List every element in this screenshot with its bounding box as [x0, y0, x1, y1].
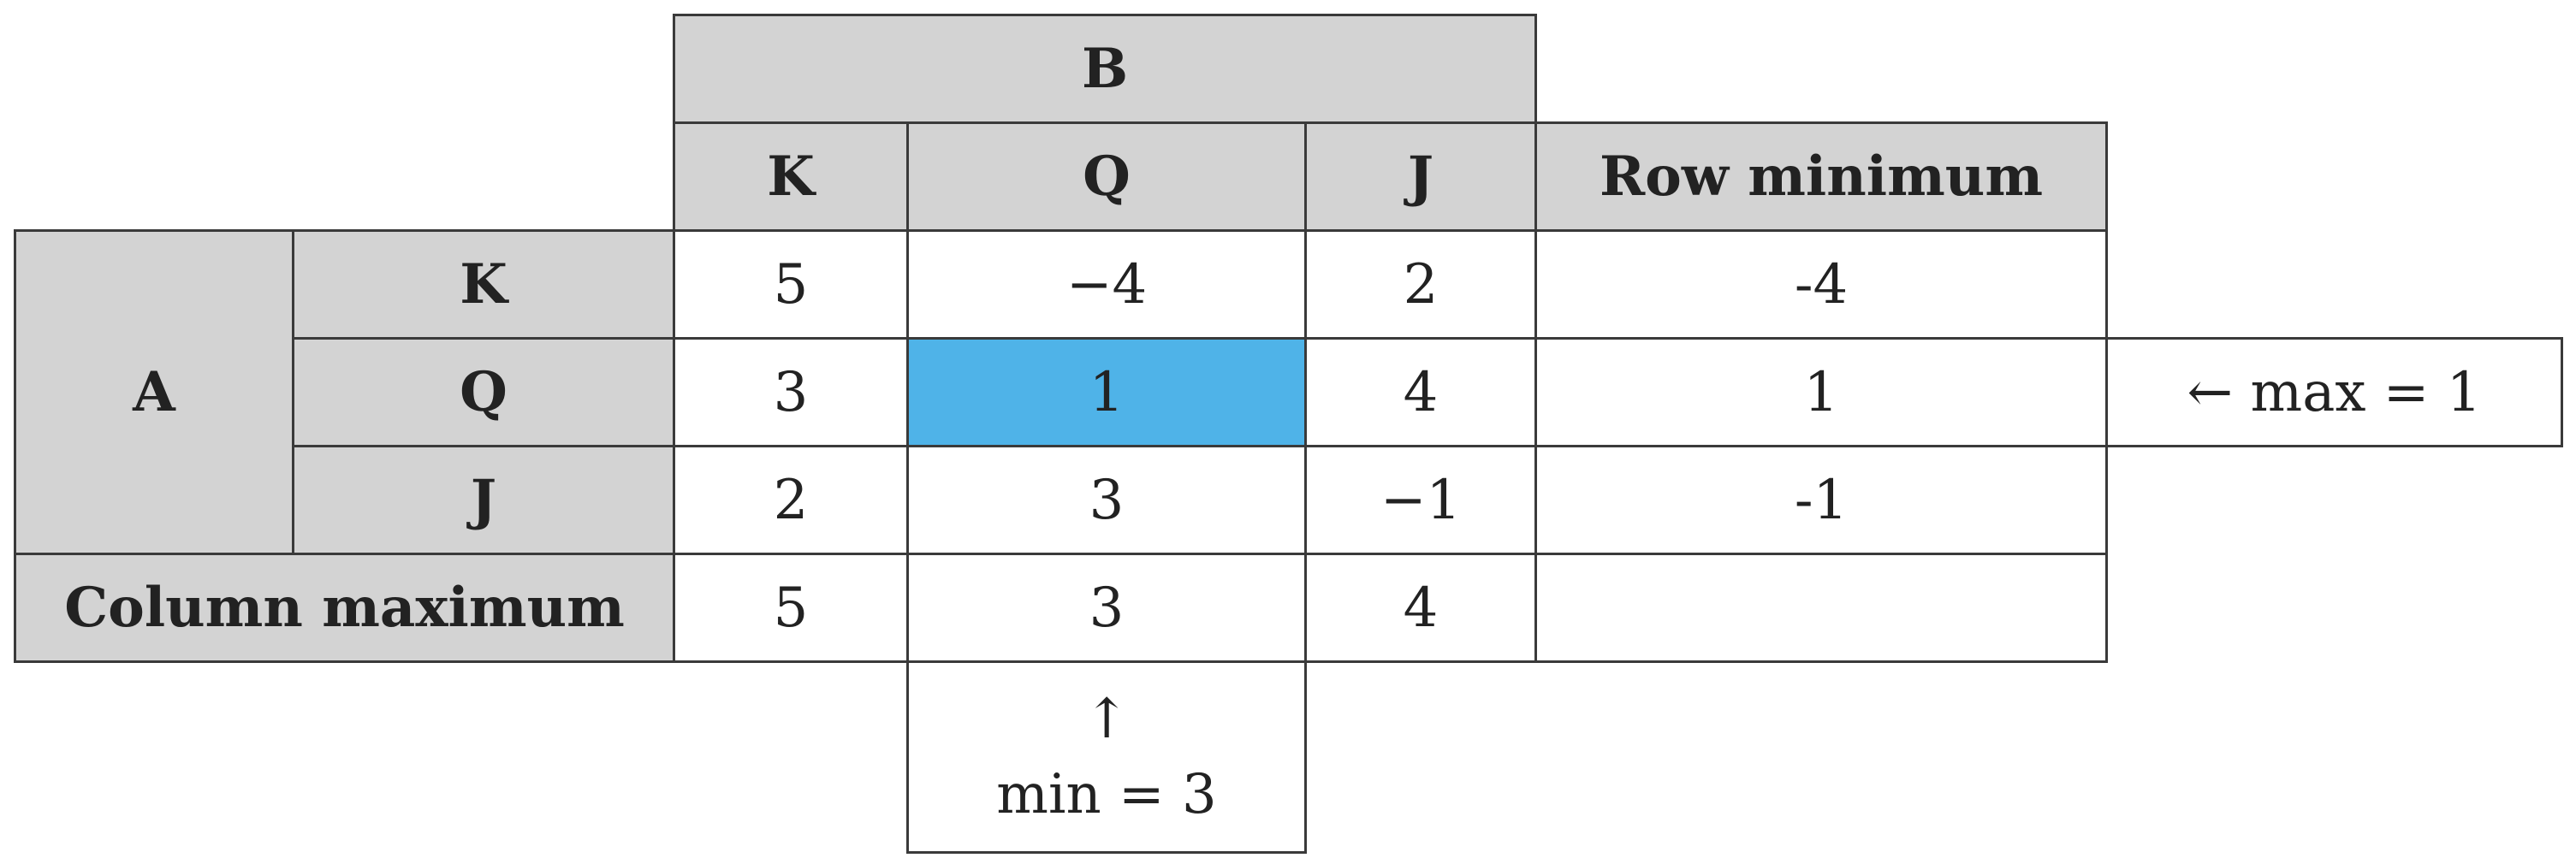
- player-a-header: A: [14, 229, 294, 555]
- saddle-point-cell: 1: [906, 337, 1307, 447]
- column-maximum-empty: [1534, 553, 2108, 663]
- payoff-cell-q-j: 4: [1304, 337, 1537, 447]
- column-maximum-k: 5: [673, 553, 909, 663]
- column-maximum-q: 3: [906, 553, 1307, 663]
- max-annotation: ← max = 1: [2105, 337, 2563, 447]
- row-header-j: J: [292, 445, 675, 555]
- player-b-header: B: [673, 14, 1537, 124]
- min-annotation-text: min = 3: [996, 763, 1217, 826]
- column-maximum-header: Column maximum: [14, 553, 675, 663]
- player-a-label: A: [133, 359, 175, 424]
- player-b-label: B: [1081, 36, 1129, 101]
- payoff-cell-j-j: −1: [1304, 445, 1537, 555]
- column-header-k: K: [673, 121, 909, 232]
- payoff-cell-j-q: 3: [906, 445, 1307, 555]
- row-minimum-header: Row minimum: [1534, 121, 2108, 232]
- payoff-cell-j-k: 2: [673, 445, 909, 555]
- payoff-cell-k-j: 2: [1304, 229, 1537, 340]
- row-minimum-q: 1: [1534, 337, 2108, 447]
- column-maximum-j: 4: [1304, 553, 1537, 663]
- min-annotation: ↑ min = 3: [906, 660, 1307, 854]
- row-minimum-k: -4: [1534, 229, 2108, 340]
- payoff-cell-q-k: 3: [673, 337, 909, 447]
- column-header-q: Q: [906, 121, 1307, 232]
- up-arrow-icon: ↑: [1083, 687, 1130, 751]
- row-header-k: K: [292, 229, 675, 340]
- row-header-q: Q: [292, 337, 675, 447]
- payoff-cell-k-k: 5: [673, 229, 909, 340]
- payoff-cell-k-q: −4: [906, 229, 1307, 340]
- column-header-j: J: [1304, 121, 1537, 232]
- row-minimum-j: -1: [1534, 445, 2108, 555]
